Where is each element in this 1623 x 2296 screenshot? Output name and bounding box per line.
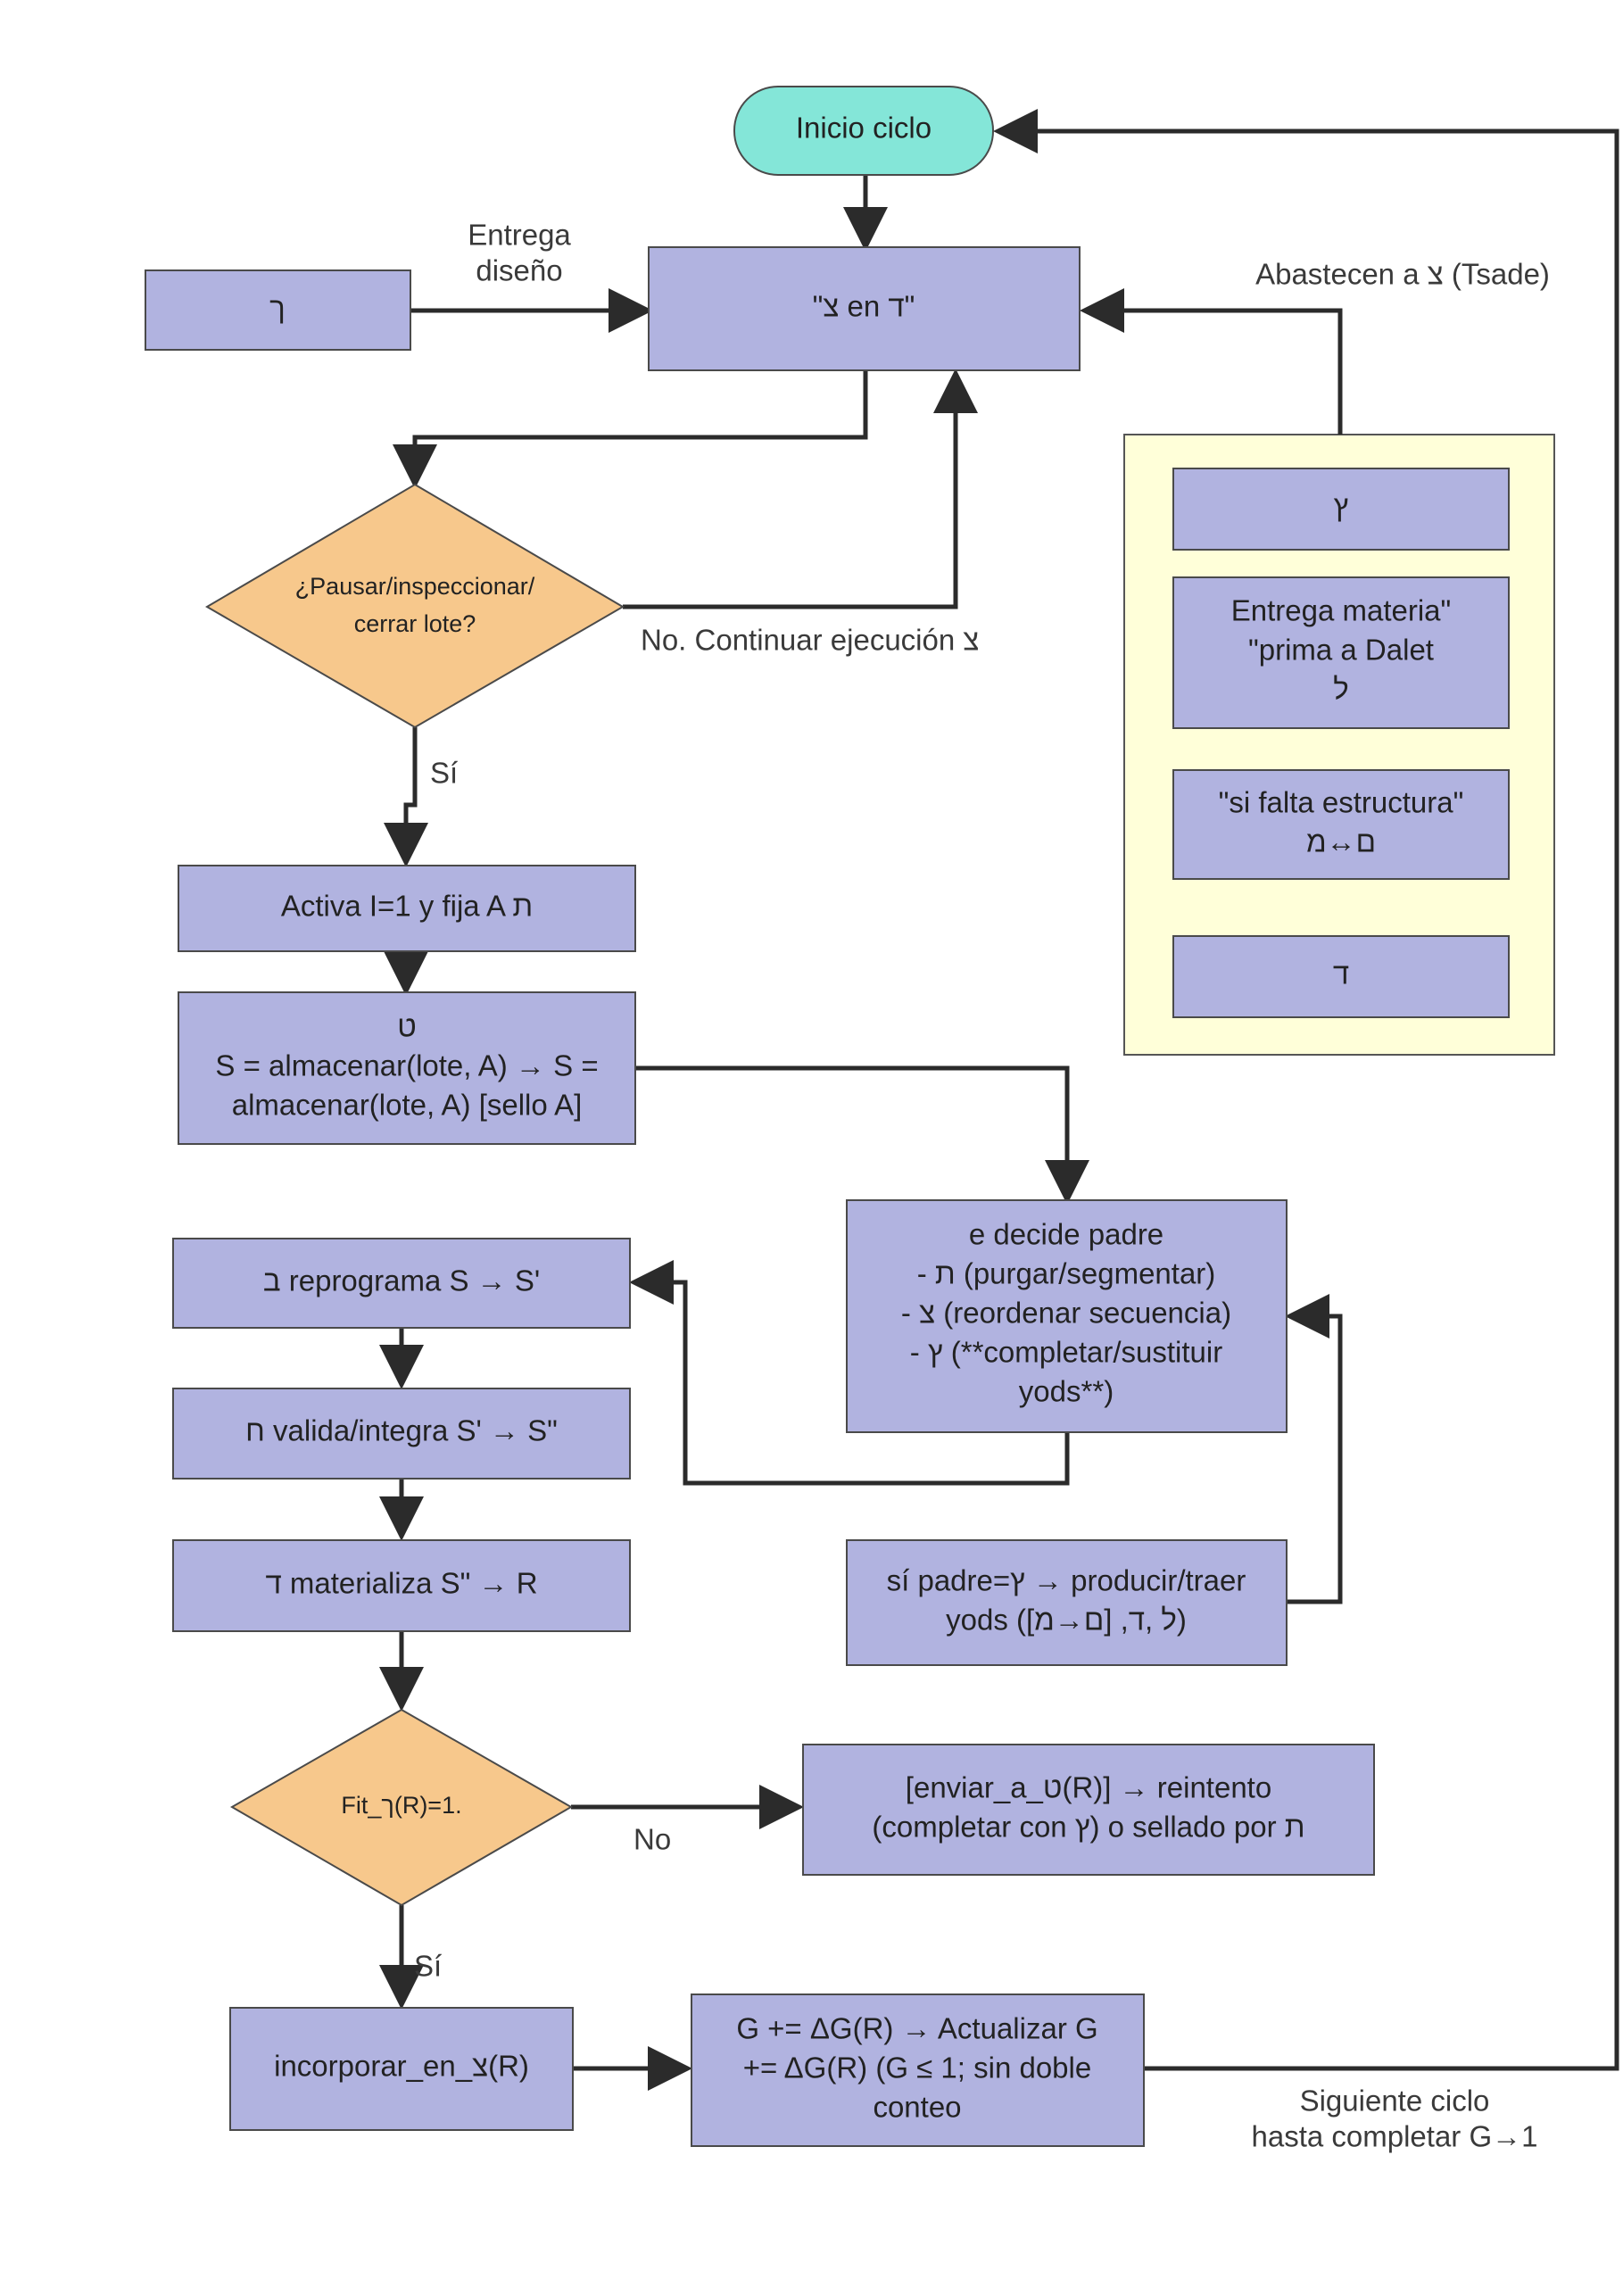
node-actualizar-shape	[691, 1993, 1145, 2147]
label-entrega-diseno-line-2: diseño	[476, 254, 562, 287]
node-enviar-line-2: (completar con ץ) o sellado por ת	[872, 1811, 1304, 1844]
node-padre-yod-line-2: yods ([ם→מ] ,ל ,ד)	[946, 1604, 1187, 1637]
edge-pausar-si-to-activa	[384, 727, 428, 867]
node-decide-line-3: - צ (reordenar secuencia)	[901, 1297, 1231, 1330]
node-pausar-line-2: cerrar lote?	[354, 610, 476, 637]
edge-actualizar-to-inicio	[993, 109, 1619, 2071]
node-padre-yod-line-1: sí padre=ץ → producir/traer	[887, 1564, 1246, 1597]
node-panel-falta-line-2: ם↔מ	[1306, 825, 1376, 858]
node-inicio-line-1: Inicio ciclo	[796, 112, 932, 145]
edge-panel-to-tsade	[1080, 288, 1343, 435]
edge-pausar-no-to-tsade	[623, 369, 978, 609]
node-incorporar-shape	[229, 2007, 574, 2131]
panel-yod-shape	[1172, 468, 1510, 551]
label-siguiente-line-2: hasta completar G→1	[1252, 2120, 1538, 2153]
node-inicio-shape	[733, 86, 994, 176]
node-pausar-shape	[205, 483, 625, 729]
panel-dalet-shape	[1172, 935, 1510, 1018]
node-activa-shape	[178, 865, 636, 952]
node-decide-line-4: - ץ (**completar/sustituir	[910, 1336, 1222, 1369]
node-materializa-shape	[172, 1539, 631, 1632]
label-abastecen-line-1: Abastecen a צ (Tsade)	[1255, 258, 1550, 291]
node-actualizar-line-2: += ΔG(R) (G ≤ 1; sin doble	[743, 2051, 1091, 2085]
node-decide-line-5: yods**)	[1019, 1375, 1114, 1408]
node-padre-yod-shape	[846, 1539, 1288, 1666]
node-panel-yod-line-1: ץ	[1334, 490, 1349, 523]
node-activa-line-1: Activa I=1 y fija A ת	[281, 890, 533, 923]
node-tsade-dalet-shape	[648, 246, 1081, 371]
node-decide-line-1: e decide padre	[969, 1218, 1163, 1251]
node-panel-entrega-line-3: ל	[1333, 673, 1348, 706]
node-incorporar-line-1: incorporar_en_צ(R)	[274, 2050, 529, 2083]
label-no-continuar-line-1: No. Continuar ejecución צ	[641, 624, 979, 657]
edge-padre-to-decide	[1285, 1294, 1343, 1604]
label-si-1-line-1: Sí	[430, 757, 458, 790]
edge-tsade-to-pausar	[393, 370, 868, 489]
node-resh-shape	[145, 269, 411, 351]
node-panel-entrega-line-1: Entrega materia"	[1231, 594, 1452, 627]
node-decide-line-2: - ת (purgar/segmentar)	[917, 1257, 1216, 1290]
node-panel-entrega-line-2: "prima a Dalet	[1248, 634, 1434, 667]
panel-falta-shape	[1172, 769, 1510, 880]
node-texts: Inicio ciclo ך "צ en ד" ¿Pausar/inspecciona…	[215, 112, 1463, 2124]
edge-decide-to-reprograma	[629, 1260, 1070, 1486]
shapes	[145, 86, 1510, 2147]
node-enviar-line-1: [enviar_a_ט(R)] → reintento	[906, 1771, 1271, 1804]
panel-entrega-shape	[1172, 576, 1510, 729]
node-fit-line-1: Fit_ך(R)=1.	[341, 1792, 461, 1819]
edge-almacenar-to-decide	[635, 1065, 1089, 1205]
node-actualizar-line-1: G += ΔG(R) → Actualizar G	[736, 2012, 1097, 2045]
label-si-2-line-1: Sí	[414, 1950, 442, 1983]
node-actualizar-line-3: conteo	[873, 2091, 961, 2124]
node-fit-shape	[229, 1708, 574, 1907]
node-enviar-shape	[802, 1744, 1375, 1876]
node-resh-line-1: ך	[269, 292, 286, 325]
node-reprograma-line-1: ב reprograma S → S'	[263, 1264, 540, 1297]
node-reprograma-shape	[172, 1238, 631, 1329]
node-panel-falta-line-1: "si falta estructura"	[1219, 786, 1464, 819]
node-almacenar-line-2: S = almacenar(lote, A) → S =	[215, 1049, 598, 1082]
node-almacenar-line-3: almacenar(lote, A) [sello A]	[232, 1089, 583, 1122]
node-valida-shape	[172, 1388, 631, 1480]
node-panel-dalet-line-1: ד	[1333, 957, 1349, 991]
node-materializa-line-1: ד materializa S" → R	[265, 1567, 537, 1600]
label-no-fit-line-1: No	[633, 1823, 671, 1856]
node-almacenar-shape	[178, 991, 636, 1145]
label-siguiente-line-1: Siguiente ciclo	[1300, 2085, 1490, 2118]
node-tsade-dalet-line-1: "צ en ד"	[813, 290, 915, 323]
node-almacenar-line-1: ט	[397, 1010, 417, 1043]
node-pausar-line-1: ¿Pausar/inspeccionar/	[295, 573, 535, 600]
label-entrega-diseno-line-1: Entrega	[468, 219, 571, 252]
node-valida-line-1: ח valida/integra S' → S"	[245, 1414, 558, 1447]
node-decide-shape	[846, 1199, 1288, 1433]
edges	[379, 109, 1619, 2091]
